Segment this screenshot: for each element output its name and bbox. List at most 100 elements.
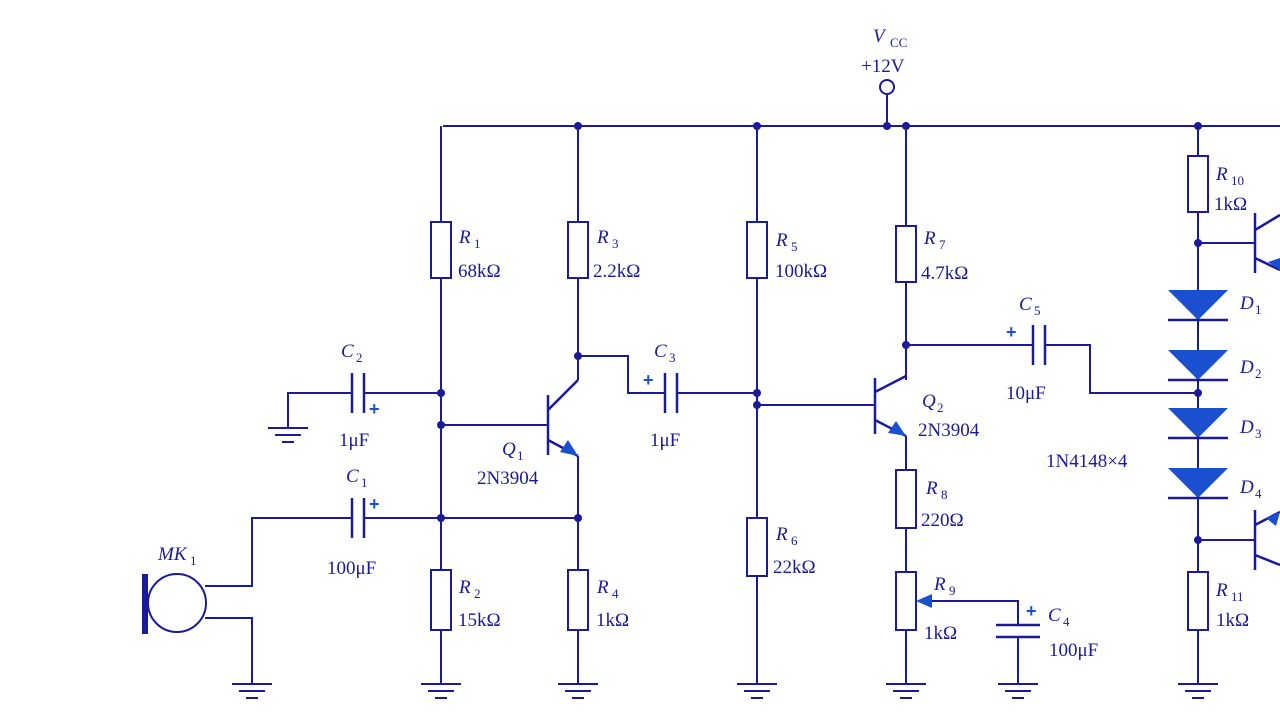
ground-icon: [232, 683, 272, 699]
c2-label-sub: 2: [356, 350, 363, 365]
r9-label-sub: 9: [949, 583, 956, 598]
ground-icon: [268, 427, 308, 443]
transistor-q2: Q 2 2N3904: [873, 374, 980, 441]
resistor-r7: R 7 4.7kΩ: [895, 225, 968, 284]
r8-label-sub: 8: [941, 487, 948, 502]
r9-label: R: [933, 574, 946, 595]
d1-label: D: [1239, 293, 1254, 314]
wire-right-bases: [1198, 242, 1255, 541]
d4-label-sub: 4: [1255, 486, 1262, 501]
right-transistor-arrow-top: [1268, 258, 1280, 270]
c5-label: C: [1019, 294, 1032, 315]
resistor-r3: R 3 2.2kΩ: [567, 221, 640, 282]
c5-value: 10μF: [1006, 383, 1046, 404]
vcc-label-sub: CC: [890, 35, 907, 50]
r7-label: R: [923, 228, 936, 249]
q1-label-sub: 1: [517, 448, 524, 463]
right-transistor-legs: [1254, 213, 1280, 567]
resistor-r1: R 1 68kΩ: [430, 221, 501, 282]
c4-value: 100μF: [1049, 640, 1098, 661]
wires: [205, 95, 1280, 684]
ground-icon: [886, 683, 926, 699]
c3-value: 1μF: [650, 430, 680, 451]
r5-label: R: [775, 230, 788, 251]
capacitor-c5: + C 5 10μF: [1006, 294, 1047, 404]
capacitor-c2: + C 2 1μF: [339, 341, 380, 451]
r6-value: 22kΩ: [773, 557, 816, 578]
diode-d2: D 2: [1168, 350, 1262, 382]
r2-label-sub: 2: [474, 586, 481, 601]
r3-value: 2.2kΩ: [593, 261, 640, 282]
r3-label-sub: 3: [612, 236, 619, 251]
c3-label-sub: 3: [669, 350, 676, 365]
resistor-r4: R 4 1kΩ: [567, 569, 629, 631]
r2-label: R: [458, 577, 471, 598]
r7-label-sub: 7: [939, 237, 946, 252]
potentiometer-r9: R 9 1kΩ: [895, 571, 957, 644]
capacitor-c4: + C 4 100μF: [996, 601, 1098, 661]
r10-label-sub: 10: [1231, 173, 1244, 188]
ground-icon: [737, 683, 777, 699]
ground-symbols: [232, 427, 1218, 699]
diode-part-label: 1N4148×4: [1046, 451, 1128, 472]
vcc-label: V: [873, 26, 887, 47]
resistor-r11: R 11 1kΩ: [1187, 571, 1249, 631]
r11-value: 1kΩ: [1216, 610, 1249, 631]
wire-mic-gnd: [205, 617, 253, 684]
r3-label: R: [596, 227, 609, 248]
c3-plus: +: [643, 370, 654, 390]
r11-label: R: [1215, 580, 1228, 601]
q2-emitter-arrow: [888, 421, 906, 436]
ground-icon: [998, 683, 1038, 699]
c5-plus: +: [1006, 322, 1017, 342]
d4-label: D: [1239, 477, 1254, 498]
q2-label: Q: [922, 391, 936, 412]
d1-label-sub: 1: [1255, 302, 1262, 317]
r1-label: R: [458, 227, 471, 248]
r10-label: R: [1215, 164, 1228, 185]
c3-label: C: [654, 341, 667, 362]
wire-c4: [930, 600, 1019, 684]
c4-label: C: [1048, 605, 1061, 626]
r2-value: 15kΩ: [458, 610, 501, 631]
resistor-r8: R 8 220Ω: [895, 469, 964, 531]
q2-label-sub: 2: [937, 400, 944, 415]
right-transistor-arrow-bottom: [1266, 512, 1280, 526]
ground-icon: [1178, 683, 1218, 699]
c1-label-sub: 1: [361, 475, 368, 490]
r5-label-sub: 5: [791, 239, 798, 254]
resistor-r5: R 5 100kΩ: [746, 221, 827, 282]
resistor-r10: R 10 1kΩ: [1187, 155, 1247, 215]
r6-label-sub: 6: [791, 533, 798, 548]
c2-label: C: [341, 341, 354, 362]
capacitor-c3: + C 3 1μF: [643, 341, 680, 451]
r11-label-sub: 11: [1231, 589, 1244, 604]
c1-value: 100μF: [327, 558, 376, 579]
c4-plus: +: [1026, 601, 1037, 621]
d3-label: D: [1239, 417, 1254, 438]
r8-value: 220Ω: [921, 510, 964, 531]
junction-dots: [437, 122, 1202, 544]
diode-d4: D 4: [1168, 468, 1262, 501]
diode-d1: D 1: [1168, 290, 1262, 322]
r6-label: R: [775, 524, 788, 545]
transistor-q1: Q 1 2N3904: [477, 379, 579, 489]
r9-value: 1kΩ: [924, 623, 957, 644]
wire-c1: [205, 517, 578, 587]
c4-label-sub: 4: [1063, 614, 1070, 629]
d2-label: D: [1239, 357, 1254, 378]
r10-value: 1kΩ: [1214, 194, 1247, 215]
diode-d3: D 3: [1168, 408, 1262, 441]
q1-value: 2N3904: [477, 468, 539, 489]
wire-c3: [578, 355, 757, 394]
mk1-label: MK: [157, 544, 188, 565]
d3-label-sub: 3: [1255, 426, 1262, 441]
r8-label: R: [925, 478, 938, 499]
q2-value: 2N3904: [918, 420, 980, 441]
capacitor-c1: + C 1 100μF: [327, 466, 380, 579]
r1-label-sub: 1: [474, 236, 481, 251]
r4-label: R: [596, 577, 609, 598]
resistor-r2: R 2 15kΩ: [430, 569, 501, 631]
c2-value: 1μF: [339, 430, 369, 451]
